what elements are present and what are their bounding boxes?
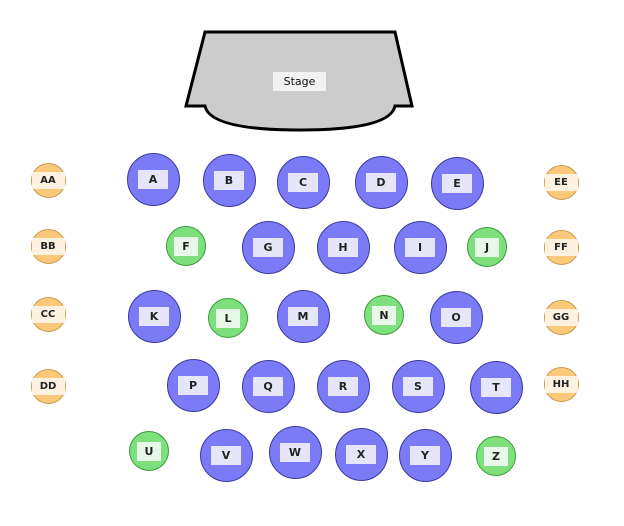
seat-h[interactable]: H xyxy=(316,220,370,274)
seat-label: Z xyxy=(484,446,508,466)
seat-label: N xyxy=(372,305,396,325)
seat-label: J xyxy=(475,237,499,257)
seat-s[interactable]: S xyxy=(391,359,445,413)
seat-label: Q xyxy=(253,376,283,396)
seat-l[interactable]: L xyxy=(208,298,248,338)
seat-label: V xyxy=(211,445,241,465)
seat-q[interactable]: Q xyxy=(241,359,295,413)
seat-n[interactable]: N xyxy=(364,295,404,335)
seat-p[interactable]: P xyxy=(166,358,220,412)
seat-label: I xyxy=(405,237,435,257)
seat-label: G xyxy=(253,237,283,257)
seat-label: S xyxy=(403,376,433,396)
seat-label: X xyxy=(346,444,376,464)
seat-label: Y xyxy=(410,445,440,465)
seat-label: O xyxy=(441,307,471,327)
seat-k[interactable]: K xyxy=(127,289,181,343)
seat-label: A xyxy=(138,169,168,189)
seat-label: C xyxy=(288,172,318,192)
seat-label: L xyxy=(216,308,240,328)
seat-r[interactable]: R xyxy=(316,359,370,413)
seat-label: HH xyxy=(544,375,578,393)
seat-label: R xyxy=(328,376,358,396)
seat-label: DD xyxy=(31,377,65,395)
seat-label: H xyxy=(328,237,358,257)
seat-label: BB xyxy=(31,237,65,255)
seat-label: GG xyxy=(544,308,578,326)
seat-y[interactable]: Y xyxy=(398,428,452,482)
seat-cc[interactable]: CC xyxy=(30,296,66,332)
seat-aa[interactable]: AA xyxy=(30,162,66,198)
seat-o[interactable]: O xyxy=(429,290,483,344)
seat-f[interactable]: F xyxy=(166,226,206,266)
seat-ff[interactable]: FF xyxy=(543,229,579,265)
seat-label: EE xyxy=(544,173,578,191)
seat-label: T xyxy=(481,377,511,397)
seat-label: M xyxy=(288,306,318,326)
seat-c[interactable]: C xyxy=(276,155,330,209)
seat-label: D xyxy=(366,172,396,192)
seat-x[interactable]: X xyxy=(334,427,388,481)
seat-label: W xyxy=(280,442,310,462)
seat-g[interactable]: G xyxy=(241,220,295,274)
seat-ee[interactable]: EE xyxy=(543,164,579,200)
seat-m[interactable]: M xyxy=(276,289,330,343)
seat-label: AA xyxy=(31,171,65,189)
seat-i[interactable]: I xyxy=(393,220,447,274)
seat-b[interactable]: B xyxy=(202,153,256,207)
seat-bb[interactable]: BB xyxy=(30,228,66,264)
seat-t[interactable]: T xyxy=(469,360,523,414)
seat-a[interactable]: A xyxy=(126,152,180,206)
seat-label: K xyxy=(139,306,169,326)
seat-w[interactable]: W xyxy=(268,425,322,479)
seat-label: E xyxy=(442,173,472,193)
seat-hh[interactable]: HH xyxy=(543,366,579,402)
seat-j[interactable]: J xyxy=(467,227,507,267)
stage-label: Stage xyxy=(273,72,326,91)
seat-label: FF xyxy=(544,238,578,256)
seat-label: U xyxy=(137,441,161,461)
seat-label: P xyxy=(178,375,208,395)
seat-label: CC xyxy=(31,305,65,323)
seat-label: F xyxy=(174,236,198,256)
seat-e[interactable]: E xyxy=(430,156,484,210)
seat-label: B xyxy=(214,170,244,190)
seat-v[interactable]: V xyxy=(199,428,253,482)
seat-u[interactable]: U xyxy=(129,431,169,471)
seat-gg[interactable]: GG xyxy=(543,299,579,335)
seat-dd[interactable]: DD xyxy=(30,368,66,404)
seat-d[interactable]: D xyxy=(354,155,408,209)
seat-z[interactable]: Z xyxy=(476,436,516,476)
